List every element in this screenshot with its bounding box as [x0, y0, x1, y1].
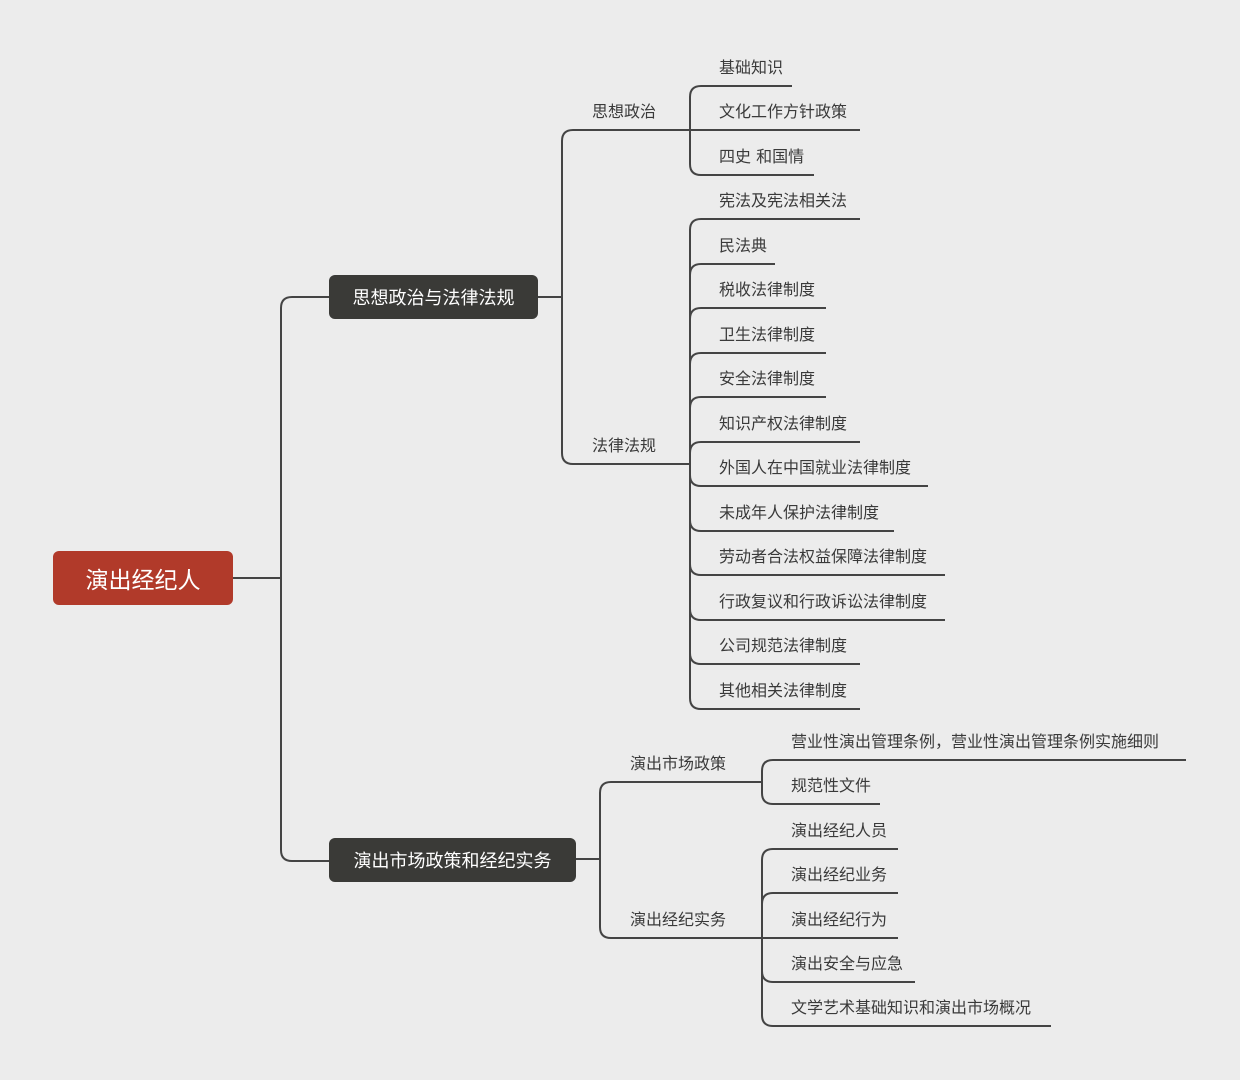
leaf-topic[interactable]: 演出经纪业务	[791, 865, 888, 884]
leaf-topic[interactable]: 公司规范法律制度	[719, 636, 848, 655]
leaf-topic[interactable]: 安全法律制度	[719, 369, 816, 388]
branch-node-market-practice[interactable]: 演出市场政策和经纪实务	[329, 838, 576, 882]
leaf-topic[interactable]: 演出经纪人员	[791, 821, 888, 840]
leaf-topic[interactable]: 民法典	[719, 236, 768, 255]
leaf-topic[interactable]: 外国人在中国就业法律制度	[719, 458, 912, 477]
leaf-topic[interactable]: 四史 和国情	[719, 147, 805, 166]
subtopic-laws[interactable]: 法律法规	[592, 436, 657, 455]
subtopic-brokerage-practice[interactable]: 演出经纪实务	[630, 910, 727, 929]
leaf-topic[interactable]: 劳动者合法权益保障法律制度	[719, 547, 928, 566]
leaf-topic[interactable]: 税收法律制度	[719, 280, 816, 299]
leaf-topic[interactable]: 知识产权法律制度	[719, 414, 848, 433]
leaf-topic[interactable]: 卫生法律制度	[719, 325, 816, 344]
leaf-topic[interactable]: 演出安全与应急	[791, 954, 904, 973]
leaf-topic[interactable]: 文学艺术基础知识和演出市场概况	[791, 998, 1032, 1017]
root-node[interactable]: 演出经纪人	[53, 551, 233, 605]
leaf-topic[interactable]: 其他相关法律制度	[719, 681, 848, 700]
leaf-topic[interactable]: 文化工作方针政策	[719, 102, 848, 121]
subtopic-ideology[interactable]: 思想政治	[592, 102, 657, 121]
branch-node-political-legal[interactable]: 思想政治与法律法规	[329, 275, 538, 319]
leaf-topic[interactable]: 演出经纪行为	[791, 910, 888, 929]
leaf-topic[interactable]: 未成年人保护法律制度	[719, 503, 880, 522]
leaf-topic[interactable]: 宪法及宪法相关法	[719, 191, 848, 210]
leaf-topic[interactable]: 基础知识	[719, 58, 784, 77]
leaf-topic[interactable]: 行政复议和行政诉讼法律制度	[719, 592, 928, 611]
leaf-topic[interactable]: 营业性演出管理条例，营业性演出管理条例实施细则	[791, 732, 1160, 751]
leaf-topic[interactable]: 规范性文件	[791, 776, 872, 795]
subtopic-market-policy[interactable]: 演出市场政策	[630, 754, 727, 773]
